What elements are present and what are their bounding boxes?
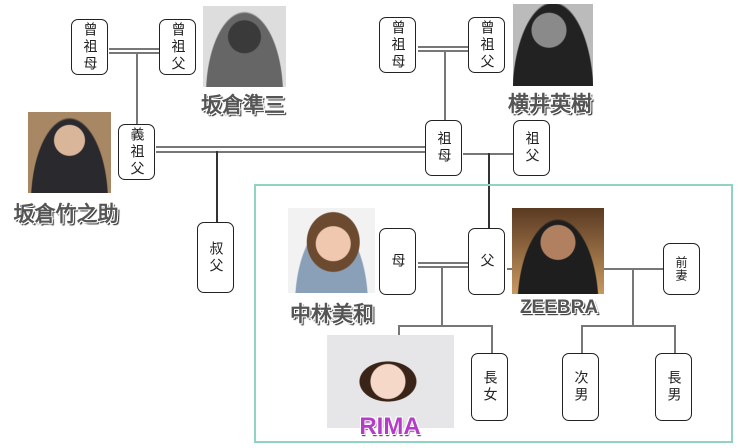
descent-line xyxy=(491,325,493,353)
name-sakakura-junzo: 坂倉準三 xyxy=(201,93,285,117)
great-grandfather-left-box: 曾祖父 xyxy=(159,19,196,75)
grandmother-box: 祖母 xyxy=(425,120,462,176)
great-grandmother-right-box: 曾祖母 xyxy=(379,17,416,73)
box-label: 曾祖父 xyxy=(169,21,186,73)
name-sakakura-takenosuke: 坂倉竹之助 xyxy=(13,202,119,226)
photo-nakabayashi-miwa xyxy=(288,208,375,293)
step-grandfather-box: 義祖父 xyxy=(118,124,155,180)
photo-sakakura-takenosuke xyxy=(28,112,111,193)
box-label: 長男 xyxy=(665,370,682,404)
second-son-box: 次男 xyxy=(562,353,599,421)
sibling-line xyxy=(581,325,674,327)
photo-zeebra xyxy=(512,208,604,294)
box-label: 父 xyxy=(478,253,495,270)
box-label: 前妻 xyxy=(674,256,688,282)
marriage-line xyxy=(418,50,468,52)
box-label: 祖父 xyxy=(523,131,540,165)
eldest-daughter-box: 長女 xyxy=(471,353,508,421)
photo-yokoi-hideki xyxy=(513,4,593,86)
father-box: 父 xyxy=(468,228,505,295)
grandfather-box: 祖父 xyxy=(513,120,550,176)
name-rima: RIMA xyxy=(359,413,421,440)
descent-line xyxy=(632,268,634,325)
mother-box: 母 xyxy=(379,228,416,295)
descent-line xyxy=(136,52,138,124)
marriage-line xyxy=(109,52,159,54)
box-label: 祖母 xyxy=(435,131,452,165)
descent-line xyxy=(216,151,218,222)
descent-line xyxy=(674,325,676,353)
marriage-line xyxy=(156,151,425,153)
photo-sakakura-junzo xyxy=(203,6,286,87)
descent-line xyxy=(398,325,400,335)
marriage-line xyxy=(418,266,468,268)
box-label: 曾祖父 xyxy=(478,19,495,71)
great-grandmother-left-box: 曾祖母 xyxy=(71,19,108,75)
box-label: 次男 xyxy=(572,370,589,404)
box-label: 叔父 xyxy=(207,240,224,275)
name-zeebra: ZEEBRA xyxy=(519,297,599,318)
sibling-line xyxy=(398,325,491,327)
descent-line xyxy=(581,325,583,353)
box-label: 義祖父 xyxy=(128,126,145,178)
photo-rima xyxy=(327,335,454,428)
uncle-box: 叔父 xyxy=(197,222,234,293)
marriage-line xyxy=(418,262,468,264)
marriage-line xyxy=(418,46,468,48)
marriage-line xyxy=(156,146,425,148)
box-label: 長女 xyxy=(481,370,498,404)
descent-line xyxy=(441,266,443,325)
box-label: 曾祖母 xyxy=(389,19,406,71)
immediate-family-frame xyxy=(254,184,733,443)
marriage-line xyxy=(109,48,159,50)
box-label: 母 xyxy=(389,253,406,270)
name-yokoi-hideki: 横井英樹 xyxy=(508,92,592,116)
name-nakabayashi-miwa: 中林美和 xyxy=(290,302,374,326)
box-label: 曾祖母 xyxy=(81,21,98,73)
great-grandfather-right-box: 曾祖父 xyxy=(468,17,505,73)
ex-wife-box: 前妻 xyxy=(663,243,700,295)
eldest-son-box: 長男 xyxy=(655,353,692,421)
descent-line xyxy=(444,50,446,120)
descent-line xyxy=(488,153,490,228)
